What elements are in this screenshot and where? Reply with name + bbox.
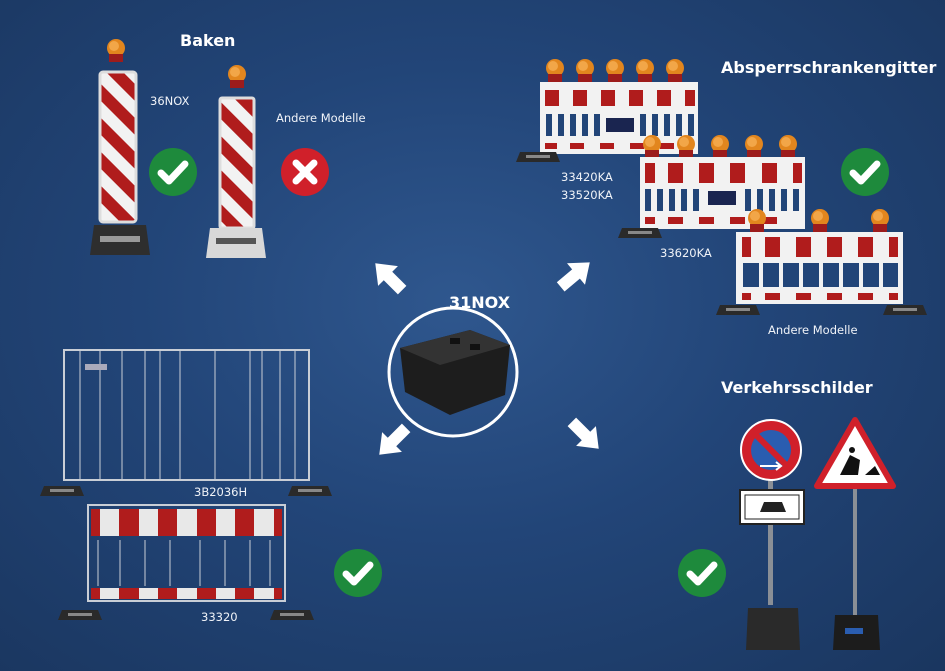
check-icon bbox=[841, 148, 889, 196]
check-icon bbox=[149, 148, 197, 196]
product-label: 36NOX bbox=[150, 94, 190, 108]
arrow-up-right-icon bbox=[551, 251, 599, 298]
product-label: 33420KA bbox=[561, 170, 613, 184]
sign-no-stopping bbox=[739, 419, 805, 650]
check-icon bbox=[334, 549, 382, 597]
barrier-33620ka bbox=[618, 135, 805, 238]
arrow-down-right-icon bbox=[561, 411, 609, 459]
arrow-down-left-icon bbox=[369, 417, 417, 465]
product-label: 33620KA bbox=[660, 246, 712, 260]
barrier-andere-modelle bbox=[716, 209, 927, 315]
product-label: Andere Modelle bbox=[768, 323, 858, 337]
section-title-absperrschrankengitter: Absperrschrankengitter bbox=[721, 58, 937, 77]
fence-3b2036h bbox=[40, 349, 332, 496]
section-title-verkehrsschilder: Verkehrsschilder bbox=[721, 378, 873, 397]
base-31nox-image bbox=[400, 330, 510, 415]
check-icon bbox=[678, 549, 726, 597]
center-circle bbox=[387, 306, 519, 438]
arrow-up-left-icon bbox=[365, 253, 413, 301]
fence-33320 bbox=[58, 504, 314, 620]
bake-andere-modelle bbox=[206, 65, 266, 258]
bake-36nox bbox=[90, 39, 150, 255]
barrier-33420ka bbox=[516, 59, 698, 162]
center-product-label: 31NOX bbox=[449, 293, 511, 312]
product-label: Andere Modelle bbox=[276, 111, 366, 125]
product-label: 33320 bbox=[201, 610, 238, 624]
cross-icon bbox=[281, 148, 329, 196]
sign-construction bbox=[814, 417, 896, 650]
product-label: 33520KA bbox=[561, 188, 613, 202]
section-title-baken: Baken bbox=[180, 31, 236, 50]
product-label: 3B2036H bbox=[194, 485, 248, 499]
